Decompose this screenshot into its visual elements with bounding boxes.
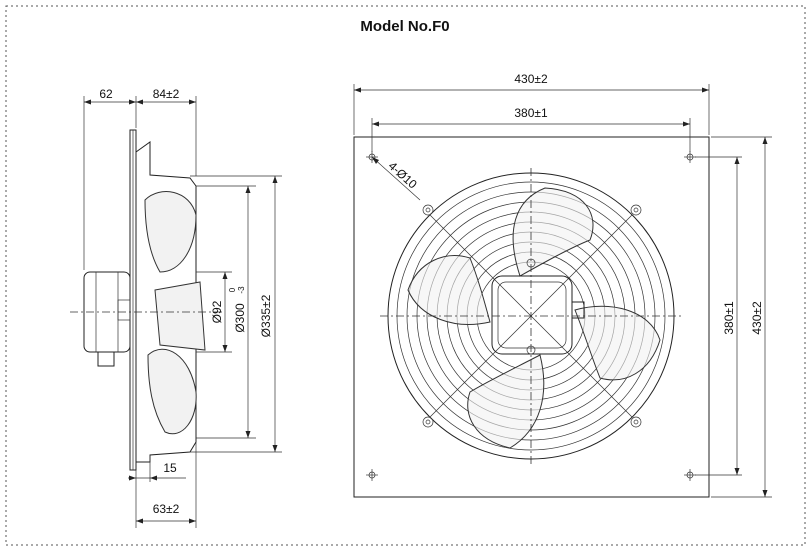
side-view: 62 84±2 Ø92 Ø300 0 -3 Ø335±2 15 63 (70, 87, 282, 528)
side-blade-bottom (147, 348, 197, 435)
drawing-title: Model No.F0 (360, 18, 449, 35)
front-plate (353, 136, 710, 498)
side-blade-mid (154, 281, 206, 351)
dim-hole-spacing-x: 380±1 (514, 106, 548, 120)
dim-flange: 15 (163, 461, 177, 475)
side-blade-top (144, 191, 197, 273)
dim-hole-spacing-y: 380±1 (722, 301, 736, 335)
front-cable-gland (571, 301, 585, 319)
dim-plate-width: 430±2 (514, 72, 548, 86)
sheet-border (5, 5, 806, 546)
front-blades (407, 187, 661, 449)
dim-outer-diameter: Ø335±2 (259, 294, 273, 337)
front-view: 430±2 380±1 4-Ø10 380±1 430±2 (353, 72, 772, 498)
guard-screws (422, 204, 642, 428)
dim-inner-tol-lower: -3 (237, 286, 246, 294)
dim-hub-diameter: Ø92 (210, 300, 224, 323)
dim-plate-height: 430±2 (750, 301, 764, 335)
dim-base: 63±2 (153, 502, 180, 516)
dim-holes: 4-Ø10 (386, 159, 420, 192)
dim-depth-front: 84±2 (153, 87, 180, 101)
side-cable-gland (97, 351, 115, 367)
dim-inner-tol-upper: 0 (228, 287, 237, 292)
corner-holes (366, 151, 696, 481)
dim-inner-diameter: Ø300 (233, 303, 247, 333)
dim-depth-rear: 62 (99, 87, 113, 101)
